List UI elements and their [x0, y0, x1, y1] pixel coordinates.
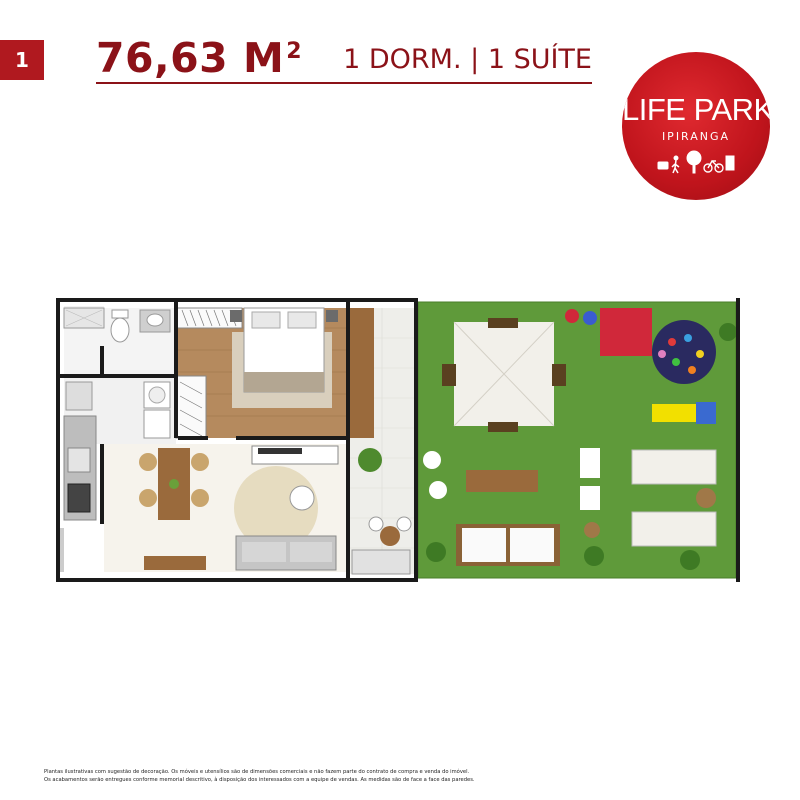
picnic-mat [600, 308, 652, 356]
bench-icon [657, 161, 669, 170]
header-divider [96, 82, 592, 84]
playground-icon [725, 155, 735, 171]
disclaimer-line-1: Plantas ilustrativas com sugestão de dec… [44, 769, 470, 775]
balcony-bench [351, 549, 411, 575]
balcony-table [380, 526, 400, 546]
garden-coffee-table [466, 470, 538, 492]
cooktop [67, 483, 91, 513]
stool [423, 451, 441, 469]
toilet [110, 317, 130, 343]
logo-title: LIFE PARK [622, 92, 770, 127]
kitchen-sink [67, 447, 91, 473]
floor-plan [56, 298, 740, 582]
rooms-heading: 1 DORM. | 1 SUÍTE [343, 44, 592, 75]
tree-icon [686, 150, 702, 166]
sideboard [144, 556, 206, 570]
side-table [580, 448, 600, 478]
garden-shrub [426, 542, 446, 562]
sun-lounger [631, 449, 717, 485]
balcony-plant [358, 448, 382, 472]
walls [56, 298, 740, 582]
area-heading: 76,63 M2 [96, 34, 302, 82]
coffee-table [289, 485, 315, 511]
laundry-tank [65, 381, 93, 411]
header: 76,63 M2 1 DORM. | 1 SUÍTE [96, 34, 592, 84]
leisure-icons [657, 150, 735, 174]
area-unit-superscript: 2 [286, 39, 303, 64]
bicycle-icon [703, 159, 724, 173]
disclaimer-line-2: Os acabamentos serão entregues conforme … [44, 777, 475, 783]
brand-logo: LIFE PARK IPIRANGA [622, 52, 770, 200]
ball-pit [652, 320, 716, 384]
balcony-cabinet [350, 308, 374, 438]
area-value: 76,63 M [96, 34, 285, 82]
walker-icon [673, 155, 679, 161]
unit-number-badge: 1 [0, 40, 44, 80]
disclaimer: Plantas ilustrativas com sugestão de dec… [44, 768, 684, 784]
logo-subtitle: IPIRANGA [661, 130, 731, 143]
